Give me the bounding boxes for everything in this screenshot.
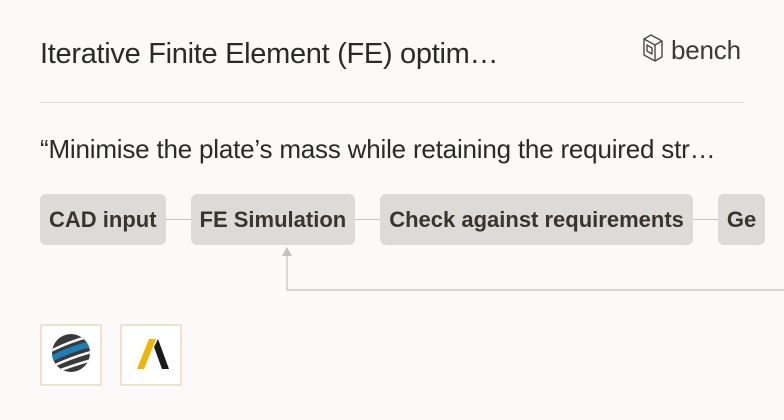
step-cad-input[interactable]: CAD input <box>40 194 166 245</box>
brand-logo[interactable]: bench <box>641 33 741 68</box>
globe-stripes-logo-icon <box>49 331 93 380</box>
ansys-a-logo-icon <box>129 331 173 380</box>
step-fe-simulation[interactable]: FE Simulation <box>190 194 356 245</box>
step-connector <box>355 219 381 220</box>
header-divider <box>40 102 744 103</box>
tool-logo-globe[interactable] <box>40 324 102 386</box>
step-connector <box>165 219 191 220</box>
step-generate-partial[interactable]: Ge <box>717 194 766 245</box>
pipeline-flow: CAD input FE Simulation Check against re… <box>40 194 784 245</box>
tool-logo-ansys[interactable] <box>120 324 182 386</box>
brand-label: bench <box>671 35 741 65</box>
prompt-quote: “Minimise the plate’s mass while retaini… <box>40 134 716 164</box>
cube-outline-icon <box>641 33 665 68</box>
step-connector <box>692 219 718 220</box>
step-check-requirements[interactable]: Check against requirements <box>380 194 693 245</box>
page-title: Iterative Finite Element (FE) optim… <box>40 38 499 70</box>
